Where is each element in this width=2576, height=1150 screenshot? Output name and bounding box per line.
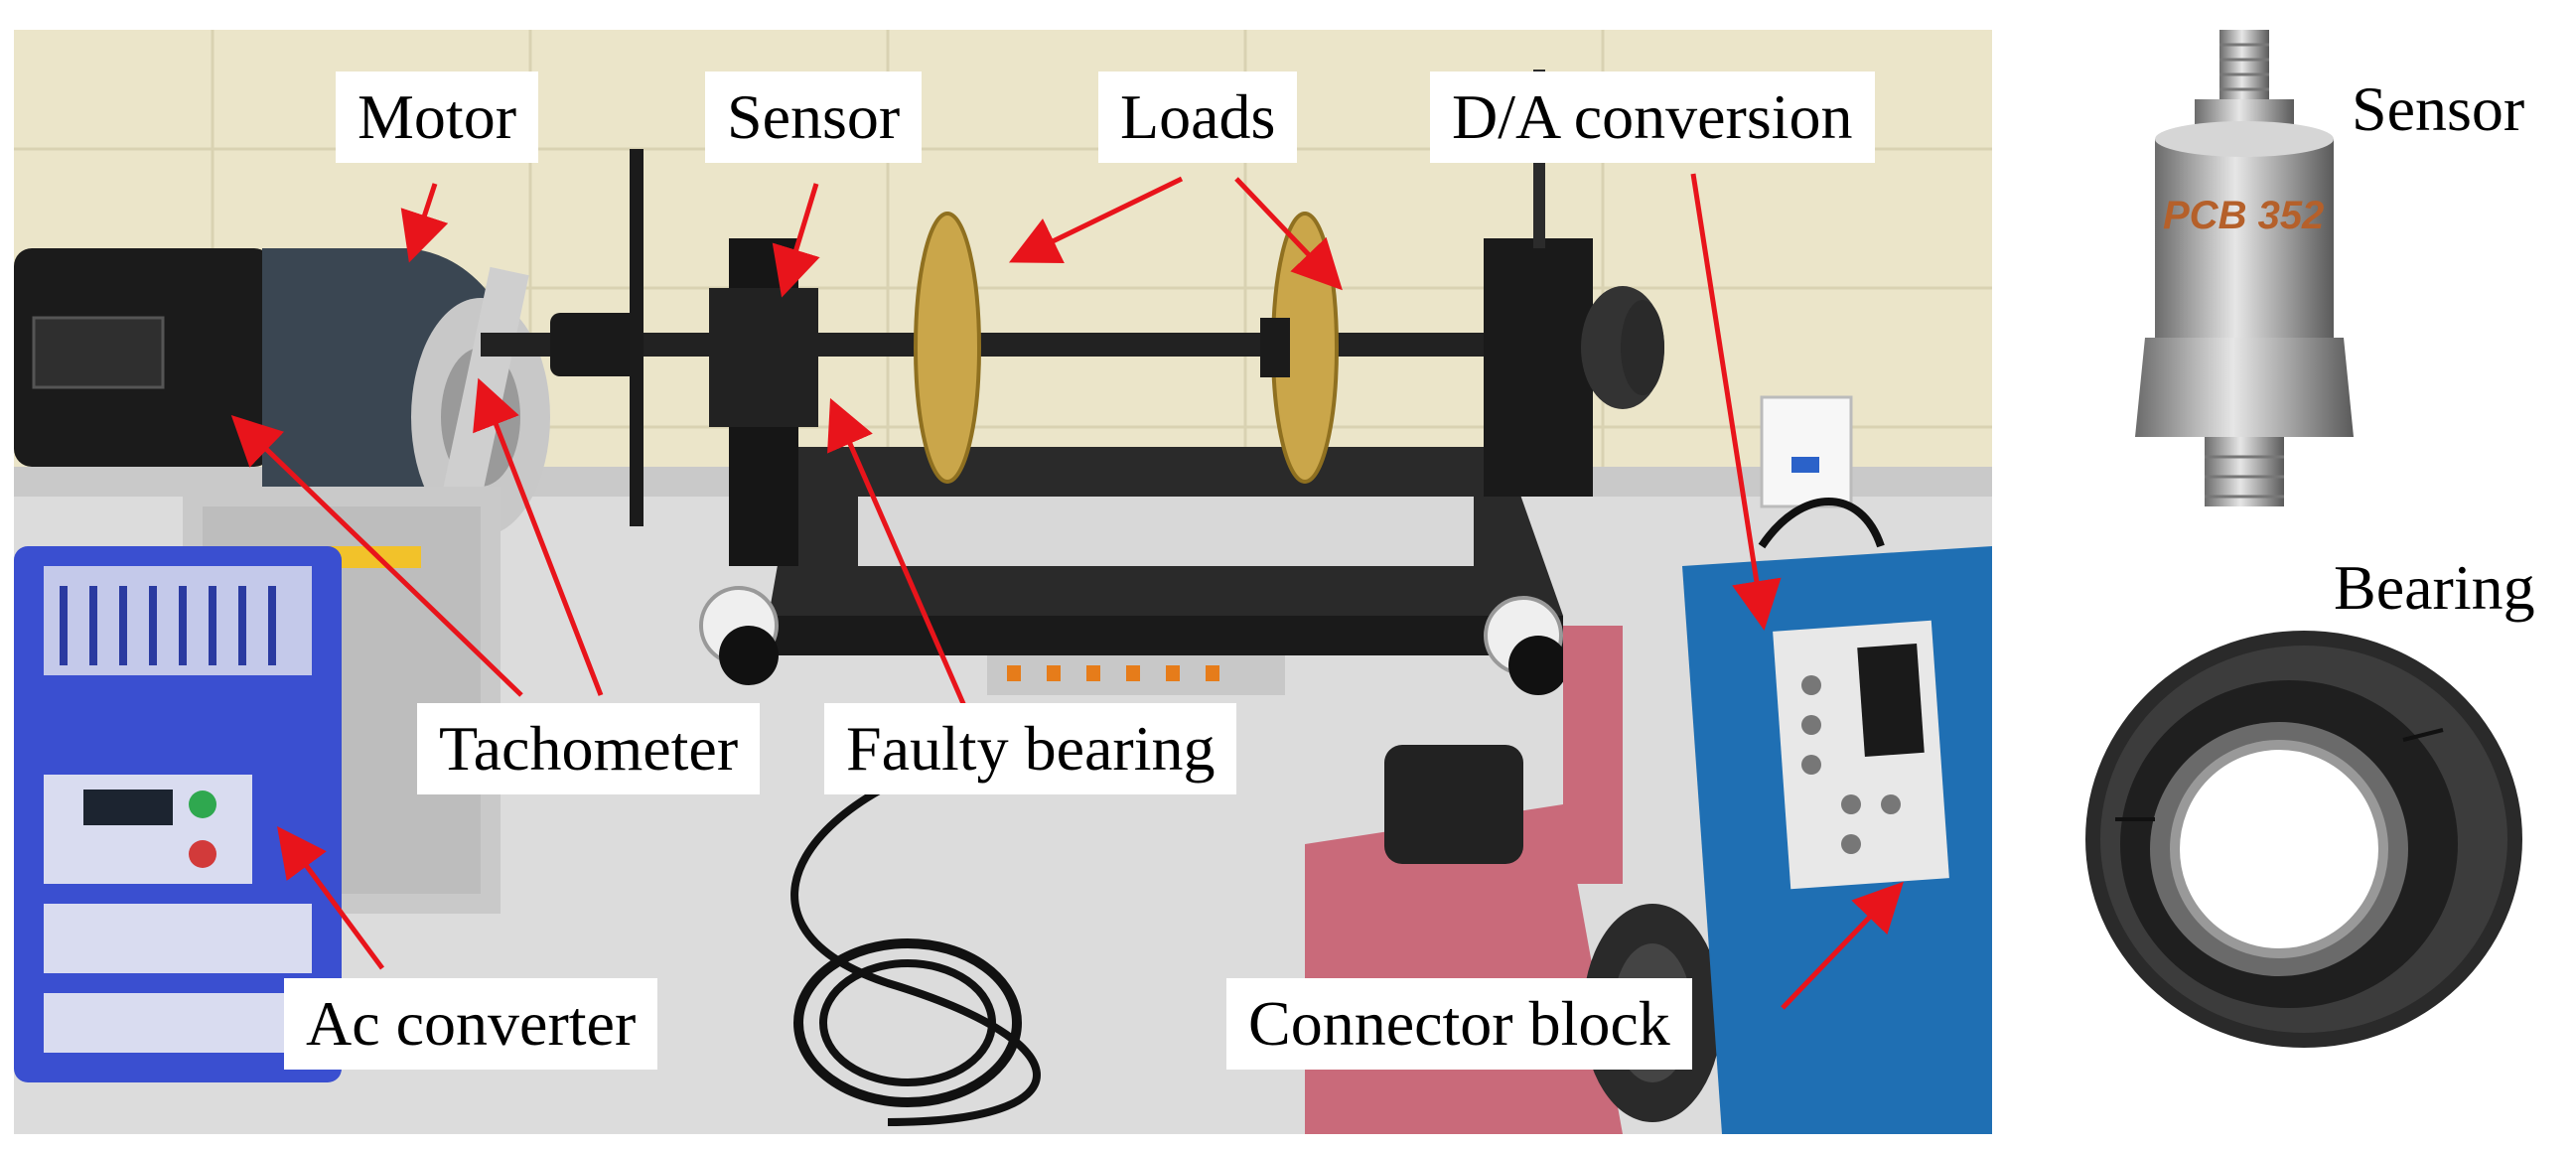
label-faulty-bearing: Faulty bearing: [824, 703, 1237, 794]
test-rig-illustration: [14, 30, 1992, 1134]
label-connector-block: Connector block: [1226, 978, 1692, 1070]
label-tachometer: Tachometer: [417, 703, 761, 794]
label-loads: Loads: [1098, 72, 1298, 163]
side-label-bearing: Bearing: [2334, 552, 2535, 623]
side-label-sensor: Sensor: [2352, 73, 2525, 144]
label-ac-converter: Ac converter: [284, 978, 658, 1070]
label-da-conversion: D/A conversion: [1430, 72, 1875, 163]
sensor-closeup: PCB 352: [2135, 30, 2354, 506]
label-motor: Motor: [336, 72, 538, 163]
label-sensor: Sensor: [705, 72, 923, 163]
test-rig-photo: [14, 30, 1992, 1134]
bearing-closeup: [2085, 631, 2522, 1048]
sensor-brand-text: PCB 352: [2163, 194, 2324, 237]
